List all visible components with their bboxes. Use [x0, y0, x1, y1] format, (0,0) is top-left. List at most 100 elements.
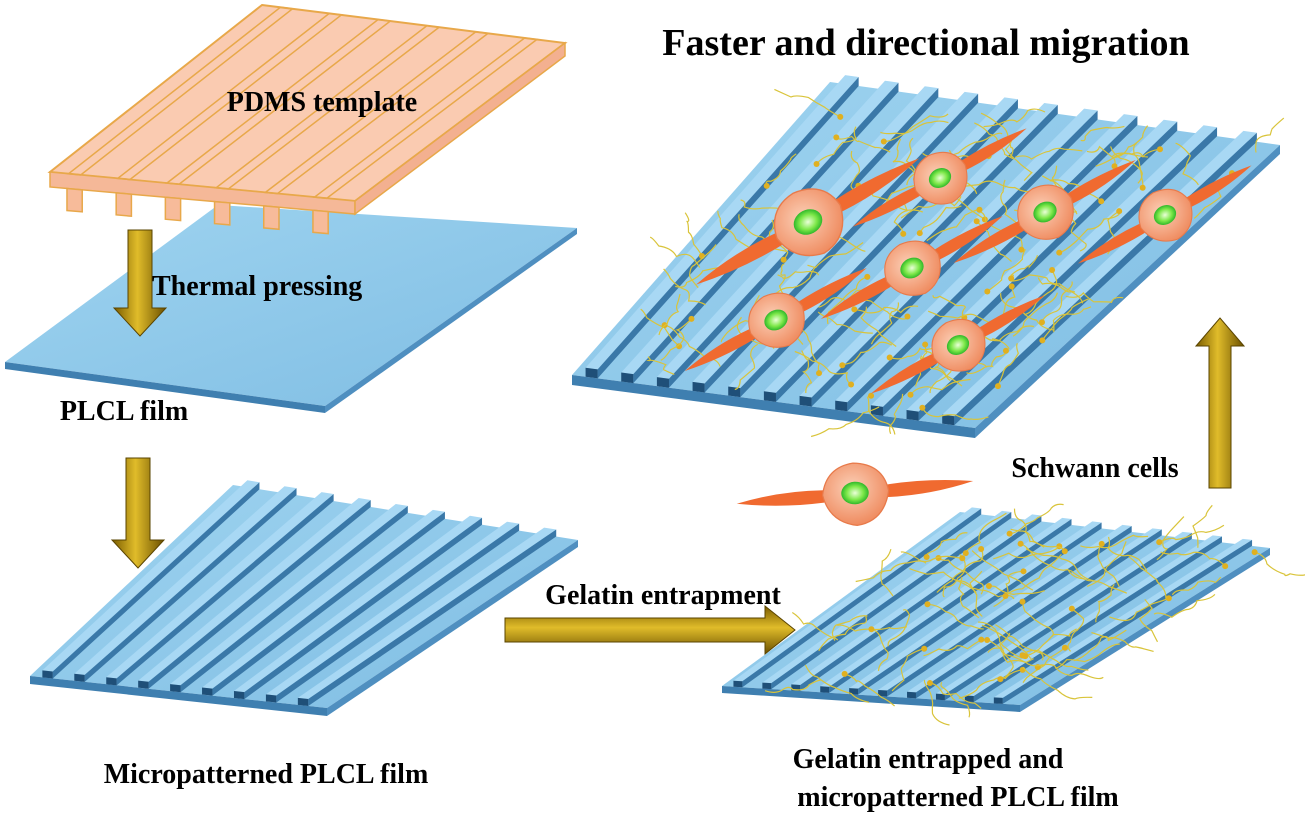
gelatin-fiber	[1080, 125, 1125, 142]
gelatin-fiber	[1037, 663, 1104, 680]
gelatin-fiber	[860, 306, 897, 347]
gelatin-film	[722, 503, 1305, 726]
label-micropatterned-film: Micropatterned PLCL film	[104, 759, 429, 790]
gelatin-fiber	[853, 298, 908, 320]
ridge-side	[244, 517, 483, 700]
ridge-end	[265, 694, 277, 703]
gelatin-fiber	[999, 632, 1014, 680]
gelatin-fiber	[799, 329, 821, 374]
gelatin-fiber	[981, 624, 1032, 659]
gelatin-fiber	[1009, 503, 1064, 535]
ridge-end	[820, 686, 830, 693]
gelatin-fiber	[810, 406, 880, 438]
gelatin-node	[962, 550, 969, 557]
ridge-top	[993, 538, 1253, 698]
gelatin-fibers	[764, 503, 1305, 726]
pdms-template	[47, 3, 568, 235]
ridge-end	[233, 690, 245, 700]
gelatin-fiber	[867, 395, 896, 435]
gelatin-fiber	[794, 350, 852, 385]
gelatin-fiber	[1067, 608, 1085, 652]
gelatin-fiber	[734, 343, 758, 391]
gelatin-fiber	[1086, 541, 1127, 587]
gelatin-fiber	[1175, 142, 1199, 186]
ridge-top	[849, 521, 1102, 689]
ridge-end	[835, 400, 848, 412]
ridge-side	[148, 499, 371, 689]
gelatin-fiber	[1024, 269, 1058, 316]
gelatin-node	[841, 670, 848, 677]
cell-nucleus	[946, 335, 970, 355]
gelatin-fiber	[1158, 524, 1225, 543]
ridge-side	[847, 116, 1138, 412]
gelatin-fiber	[929, 682, 982, 709]
gelatin-fiber	[816, 126, 857, 165]
gelatin-node	[959, 555, 966, 562]
gelatin-fiber	[995, 624, 1044, 661]
gelatin-fiber	[738, 214, 787, 252]
cell-nucleus	[928, 168, 952, 188]
gelatin-fiber	[880, 120, 949, 135]
ridge-top	[297, 527, 557, 699]
ridge-end	[964, 695, 974, 703]
gelatin-fiber	[1022, 666, 1093, 700]
gelatin-fiber	[684, 212, 703, 257]
gelatin-fiber	[910, 378, 971, 396]
cell-process	[736, 490, 825, 506]
ridge-end	[728, 386, 741, 398]
cell-process	[834, 158, 920, 213]
gelatin-fiber	[919, 355, 951, 381]
gelatin-node	[921, 645, 928, 652]
gelatin-node	[780, 256, 787, 263]
gelatin-fiber	[1133, 142, 1144, 188]
pdms-tooth	[262, 205, 280, 231]
pdms-tooth	[312, 209, 329, 235]
gelatin-fiber	[646, 356, 675, 375]
gelatin-node	[1039, 319, 1046, 326]
gelatin-node	[1111, 163, 1118, 170]
gelatin-node	[816, 370, 823, 377]
gelatin-node	[848, 381, 855, 388]
cell-process	[1066, 160, 1136, 204]
label-thermal-pressing: Thermal pressing	[152, 271, 362, 302]
ridge-top	[74, 486, 297, 675]
gelatin-fiber	[765, 153, 797, 187]
gelatin-node	[1098, 198, 1105, 205]
gelatin-fiber	[978, 621, 1024, 660]
gelatin-node	[984, 636, 991, 643]
ridge-end	[733, 680, 743, 688]
cell-process	[696, 233, 783, 285]
label-pdms-template: PDMS template	[227, 87, 418, 118]
gelatin-fiber	[1128, 556, 1167, 599]
gelatin-fiber	[850, 150, 861, 194]
gelatin-fiber	[1139, 598, 1159, 643]
ridge-top	[878, 524, 1132, 691]
ridge-top	[265, 521, 520, 696]
gelatin-fiber	[717, 210, 754, 251]
gelatin-node	[900, 230, 907, 237]
cell-process	[684, 329, 755, 372]
gelatin-node	[907, 391, 914, 398]
pdms-ridge	[214, 24, 442, 190]
cell-nucleus	[1033, 201, 1057, 223]
gelatin-fiber	[663, 268, 706, 306]
gelatin-node	[978, 636, 985, 643]
gelatin-node	[1061, 548, 1068, 555]
gelatin-fiber	[936, 548, 984, 593]
gelatin-fiber	[1015, 147, 1083, 160]
gelatin-fiber	[969, 570, 983, 617]
ridge-top	[733, 507, 982, 682]
pdms-ridge	[164, 18, 393, 186]
gelatin-fiber	[997, 342, 1019, 387]
cell-process	[960, 128, 1027, 171]
gelatin-fiber	[1021, 601, 1054, 637]
ridge-side	[887, 525, 1132, 697]
gelatin-fiber	[1153, 593, 1216, 618]
gelatin-fiber	[1012, 292, 1058, 337]
gelatin-node	[1017, 540, 1024, 547]
gelatin-fiber	[883, 113, 949, 143]
gelatin-fiber	[1112, 125, 1149, 167]
gelatin-fiber	[891, 648, 925, 692]
gelatin-node	[868, 626, 875, 633]
gelatin-fiber	[965, 512, 1007, 554]
